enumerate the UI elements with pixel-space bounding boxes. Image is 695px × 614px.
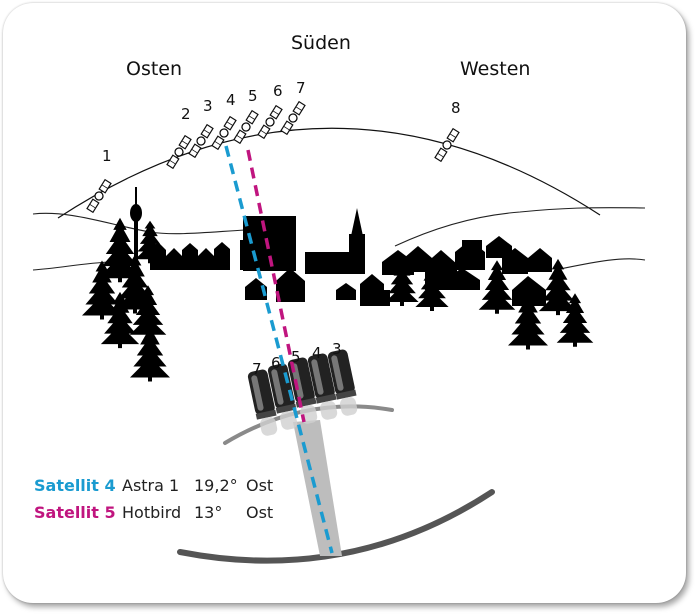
satellite-number: 5 — [248, 87, 258, 105]
legend-position: 19,2° — [194, 476, 238, 495]
lnb-icon — [267, 363, 298, 430]
tree-icon — [130, 322, 170, 378]
satellite-number: 4 — [226, 91, 236, 109]
tree-trunk — [100, 311, 104, 320]
tree-trunk — [148, 255, 152, 264]
lnb-number: 7 — [252, 360, 262, 378]
satellite-number: 6 — [273, 82, 283, 100]
satellite-number: 1 — [102, 147, 112, 165]
tree-trunk — [118, 340, 122, 349]
lnb-icon — [327, 349, 358, 416]
lnb-icon — [247, 369, 278, 436]
tree-icon — [100, 291, 140, 345]
tree-trunk — [573, 338, 577, 347]
tree-trunk — [133, 305, 137, 314]
tree-icon — [135, 220, 165, 260]
tree-trunk — [148, 373, 152, 382]
label-east: Osten — [126, 58, 183, 80]
legend-provider: Astra 1 — [122, 476, 180, 495]
legend-direction: Ost — [246, 503, 274, 522]
hill-right — [394, 207, 646, 247]
satellite-number: 3 — [203, 97, 213, 115]
lnb-number: 3 — [332, 340, 342, 358]
lnb-number: 5 — [291, 348, 301, 366]
dish-reflector — [177, 489, 495, 564]
legend-name: Satellit 5 — [34, 503, 116, 522]
tree-icon — [129, 285, 167, 335]
legend-provider: Hotbird — [122, 503, 182, 522]
satellite-icon — [233, 109, 259, 145]
satellite-number: 8 — [451, 99, 461, 117]
legend-row-satellite-4: Satellit 4 Astra 1 19,2° Ost — [34, 476, 273, 495]
beam-satellite-5 — [246, 149, 306, 423]
tree-trunk — [495, 305, 499, 314]
tree-icon — [415, 263, 449, 307]
tree-icon — [508, 290, 548, 346]
tree-trunk — [526, 341, 530, 350]
legend-direction: Ost — [246, 476, 274, 495]
satellites — [86, 100, 460, 214]
satellite-number: 2 — [181, 105, 191, 123]
tree-icon — [538, 258, 578, 312]
beam-satellite-4 — [224, 145, 334, 554]
tree-trunk — [430, 303, 434, 311]
satellite-icon — [211, 115, 237, 151]
lnb-number: 4 — [312, 344, 322, 362]
legend-name: Satellit 4 — [34, 476, 116, 495]
tree-icon — [478, 260, 516, 310]
lnb-block — [247, 349, 358, 436]
tree-icon — [82, 260, 122, 316]
satellite-icon — [86, 178, 112, 214]
lnb-icon — [307, 353, 338, 420]
satellite-icon — [188, 123, 214, 159]
satellite-icon — [166, 134, 192, 170]
hill-right-2 — [554, 258, 646, 271]
satellite-number: 7 — [296, 79, 306, 97]
orbit-arc — [57, 127, 601, 219]
legend-row-satellite-5: Satellit 5 Hotbird 13° Ost — [34, 503, 273, 522]
tree-trunk — [400, 298, 404, 306]
label-south: Süden — [291, 32, 351, 54]
satellite-icon — [434, 127, 460, 163]
tree-trunk — [556, 307, 560, 316]
satellite-icon — [257, 104, 283, 140]
reflected-beam — [293, 420, 342, 556]
trees — [82, 217, 594, 382]
lnb-number: 6 — [271, 354, 281, 372]
tree-icon — [556, 293, 594, 343]
label-west: Westen — [460, 58, 531, 80]
satellite-icon — [280, 100, 306, 136]
tree-trunk — [118, 274, 122, 283]
tree-icon — [385, 258, 419, 302]
legend-position: 13° — [194, 503, 223, 522]
